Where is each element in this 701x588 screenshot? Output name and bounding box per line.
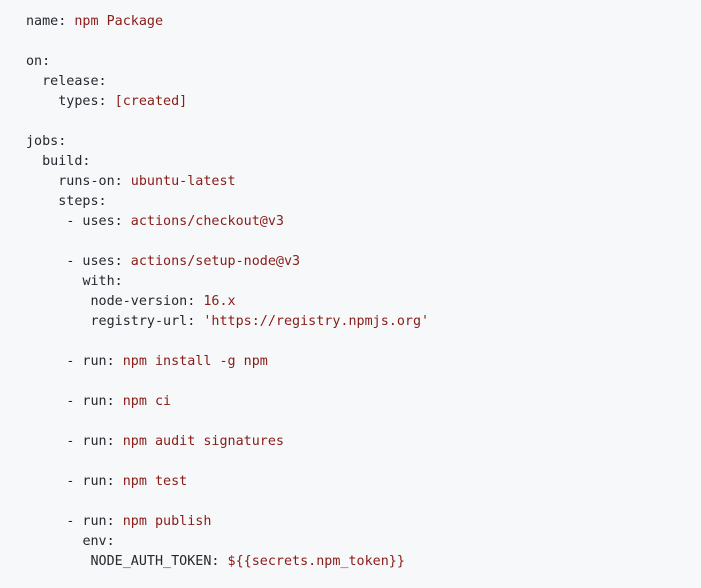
code-line: - uses: actions/checkout@v3 [26, 212, 701, 232]
yaml-value: ${{secrets.npm_token}} [219, 554, 405, 569]
yaml-value: npm install -g npm [114, 354, 268, 369]
yaml-key: - uses: [66, 214, 123, 229]
yaml-value: npm audit signatures [114, 434, 284, 449]
code-line: steps: [26, 192, 701, 212]
yaml-key: with: [82, 274, 123, 289]
yaml-key: NODE_AUTH_TOKEN: [90, 554, 220, 569]
code-line: env: [26, 532, 701, 552]
code-line [26, 452, 701, 472]
yaml-key: env: [82, 534, 115, 549]
code-line [26, 372, 701, 392]
code-line [26, 32, 701, 52]
yaml-value: npm publish [114, 514, 212, 529]
code-indent [26, 474, 66, 489]
yaml-key: steps: [58, 194, 107, 209]
code-line: with: [26, 272, 701, 292]
code-line: - run: npm publish [26, 512, 701, 532]
yaml-key: - run: [66, 434, 115, 449]
code-indent [26, 294, 91, 309]
code-line: NODE_AUTH_TOKEN: ${{secrets.npm_token}} [26, 552, 701, 572]
code-indent [26, 534, 82, 549]
yaml-value: actions/checkout@v3 [122, 214, 284, 229]
code-indent [26, 214, 66, 229]
yaml-key: release: [42, 74, 107, 89]
yaml-key: - uses: [66, 254, 123, 269]
code-indent [26, 354, 66, 369]
code-indent [26, 554, 91, 569]
code-line: on: [26, 52, 701, 72]
code-line: - run: npm ci [26, 392, 701, 412]
code-line: build: [26, 152, 701, 172]
yaml-key: - run: [66, 354, 115, 369]
yaml-value: [created] [106, 94, 188, 109]
code-line [26, 412, 701, 432]
yaml-value: 16.x [195, 294, 236, 309]
code-indent [26, 394, 66, 409]
yaml-value: 'https://registry.npmjs.org' [195, 314, 430, 329]
code-line: - run: npm test [26, 472, 701, 492]
code-line: types: [created] [26, 92, 701, 112]
code-line: registry-url: 'https://registry.npmjs.or… [26, 312, 701, 332]
code-indent [26, 434, 66, 449]
code-indent [26, 514, 66, 529]
code-line: - run: npm audit signatures [26, 432, 701, 452]
yaml-value: ubuntu-latest [122, 174, 236, 189]
code-line: runs-on: ubuntu-latest [26, 172, 701, 192]
yaml-value: npm ci [114, 394, 172, 409]
code-line: - uses: actions/setup-node@v3 [26, 252, 701, 272]
code-line [26, 492, 701, 512]
yaml-value: npm test [114, 474, 188, 489]
code-line [26, 232, 701, 252]
code-line [26, 332, 701, 352]
code-indent [26, 314, 91, 329]
yaml-value: npm Package [66, 14, 164, 29]
code-indent [26, 254, 66, 269]
yaml-key: name: [26, 14, 67, 29]
yaml-key: types: [58, 94, 107, 109]
yaml-key: - run: [66, 474, 115, 489]
yaml-key: node-version: [90, 294, 196, 309]
code-indent [26, 274, 82, 289]
yaml-key: on: [26, 54, 51, 69]
code-line: name: npm Package [26, 12, 701, 32]
code-indent [26, 74, 42, 89]
code-line: release: [26, 72, 701, 92]
code-line: node-version: 16.x [26, 292, 701, 312]
code-indent [26, 174, 58, 189]
code-indent [26, 154, 42, 169]
yaml-key: - run: [66, 394, 115, 409]
yaml-key: jobs: [26, 134, 67, 149]
code-line: - run: npm install -g npm [26, 352, 701, 372]
yaml-key: registry-url: [90, 314, 196, 329]
yaml-key: runs-on: [58, 174, 123, 189]
code-line: jobs: [26, 132, 701, 152]
yaml-value: actions/setup-node@v3 [122, 254, 301, 269]
yaml-key: build: [42, 154, 91, 169]
code-line [26, 112, 701, 132]
code-indent [26, 94, 58, 109]
yaml-key: - run: [66, 514, 115, 529]
code-indent [26, 194, 58, 209]
